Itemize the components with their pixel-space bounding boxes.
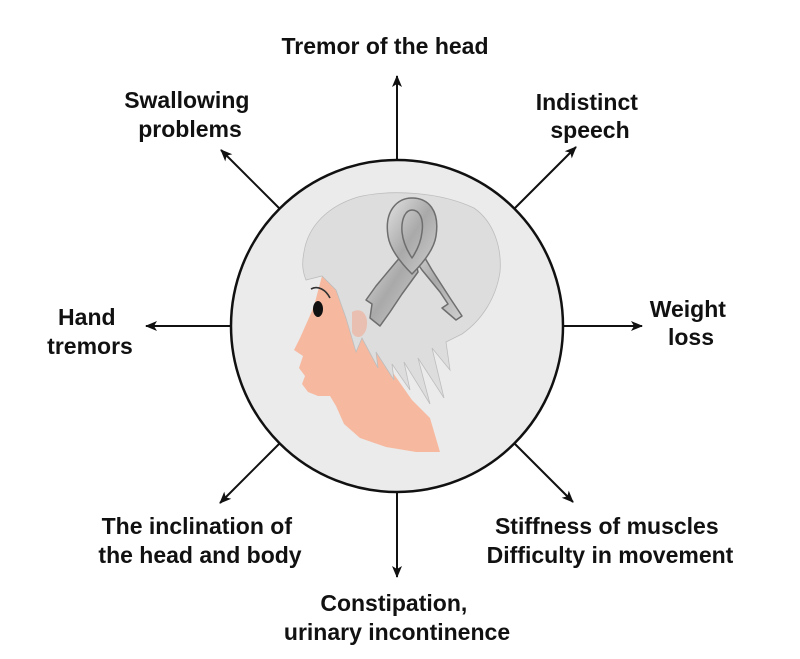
- label-bottom-left-line-1: The inclination of: [102, 513, 293, 539]
- arrow-bottom-left: [219, 442, 281, 504]
- label-bottom-right-line-1: Stiffness of muscles: [495, 513, 719, 539]
- label-bottom-line-2: urinary incontinence: [284, 619, 510, 645]
- ribbon-loop: [386, 197, 438, 275]
- label-right-line-1: Weight: [650, 296, 727, 322]
- label-hand-tremors: Hand tremors: [47, 304, 133, 359]
- label-tremor-head: Tremor of the head: [281, 33, 488, 59]
- hair: [302, 192, 501, 405]
- arrows: [145, 75, 643, 578]
- label-top-line-1: Tremor of the head: [281, 33, 488, 59]
- arrow-bottom-right: [513, 442, 574, 503]
- label-top-left-line-1: Swallowing: [124, 87, 249, 113]
- label-inclination-head-body: The inclination of the head and body: [98, 513, 301, 568]
- label-top-right-line-1: Indistinct: [536, 89, 639, 115]
- label-left-line-1: Hand: [58, 304, 116, 330]
- eyebrow: [310, 286, 331, 299]
- label-top-right-line-2: speech: [550, 117, 629, 143]
- arrow-top-right: [513, 146, 577, 210]
- label-left-line-2: tremors: [47, 333, 133, 359]
- label-constipation: Constipation, urinary incontinence: [284, 590, 510, 645]
- label-swallowing-problems: Swallowing problems: [124, 87, 256, 142]
- label-bottom-left-line-2: the head and body: [98, 542, 301, 568]
- label-bottom-right-line-2: Difficulty in movement: [487, 542, 734, 568]
- label-weight-loss: Weight loss: [650, 296, 733, 350]
- label-stiffness-muscles: Stiffness of muscles Difficulty in movem…: [487, 513, 734, 568]
- eye: [313, 301, 323, 317]
- arrow-top-left: [220, 149, 281, 210]
- label-right-line-2: loss: [668, 324, 714, 350]
- awareness-ribbon-icon: [365, 197, 463, 327]
- face-skin: [294, 276, 440, 452]
- label-top-left-line-2: problems: [138, 116, 242, 142]
- label-indistinct-speech: Indistinct speech: [536, 89, 645, 143]
- ear: [352, 310, 368, 337]
- label-bottom-line-1: Constipation,: [320, 590, 467, 616]
- head-profile-icon: [294, 192, 501, 452]
